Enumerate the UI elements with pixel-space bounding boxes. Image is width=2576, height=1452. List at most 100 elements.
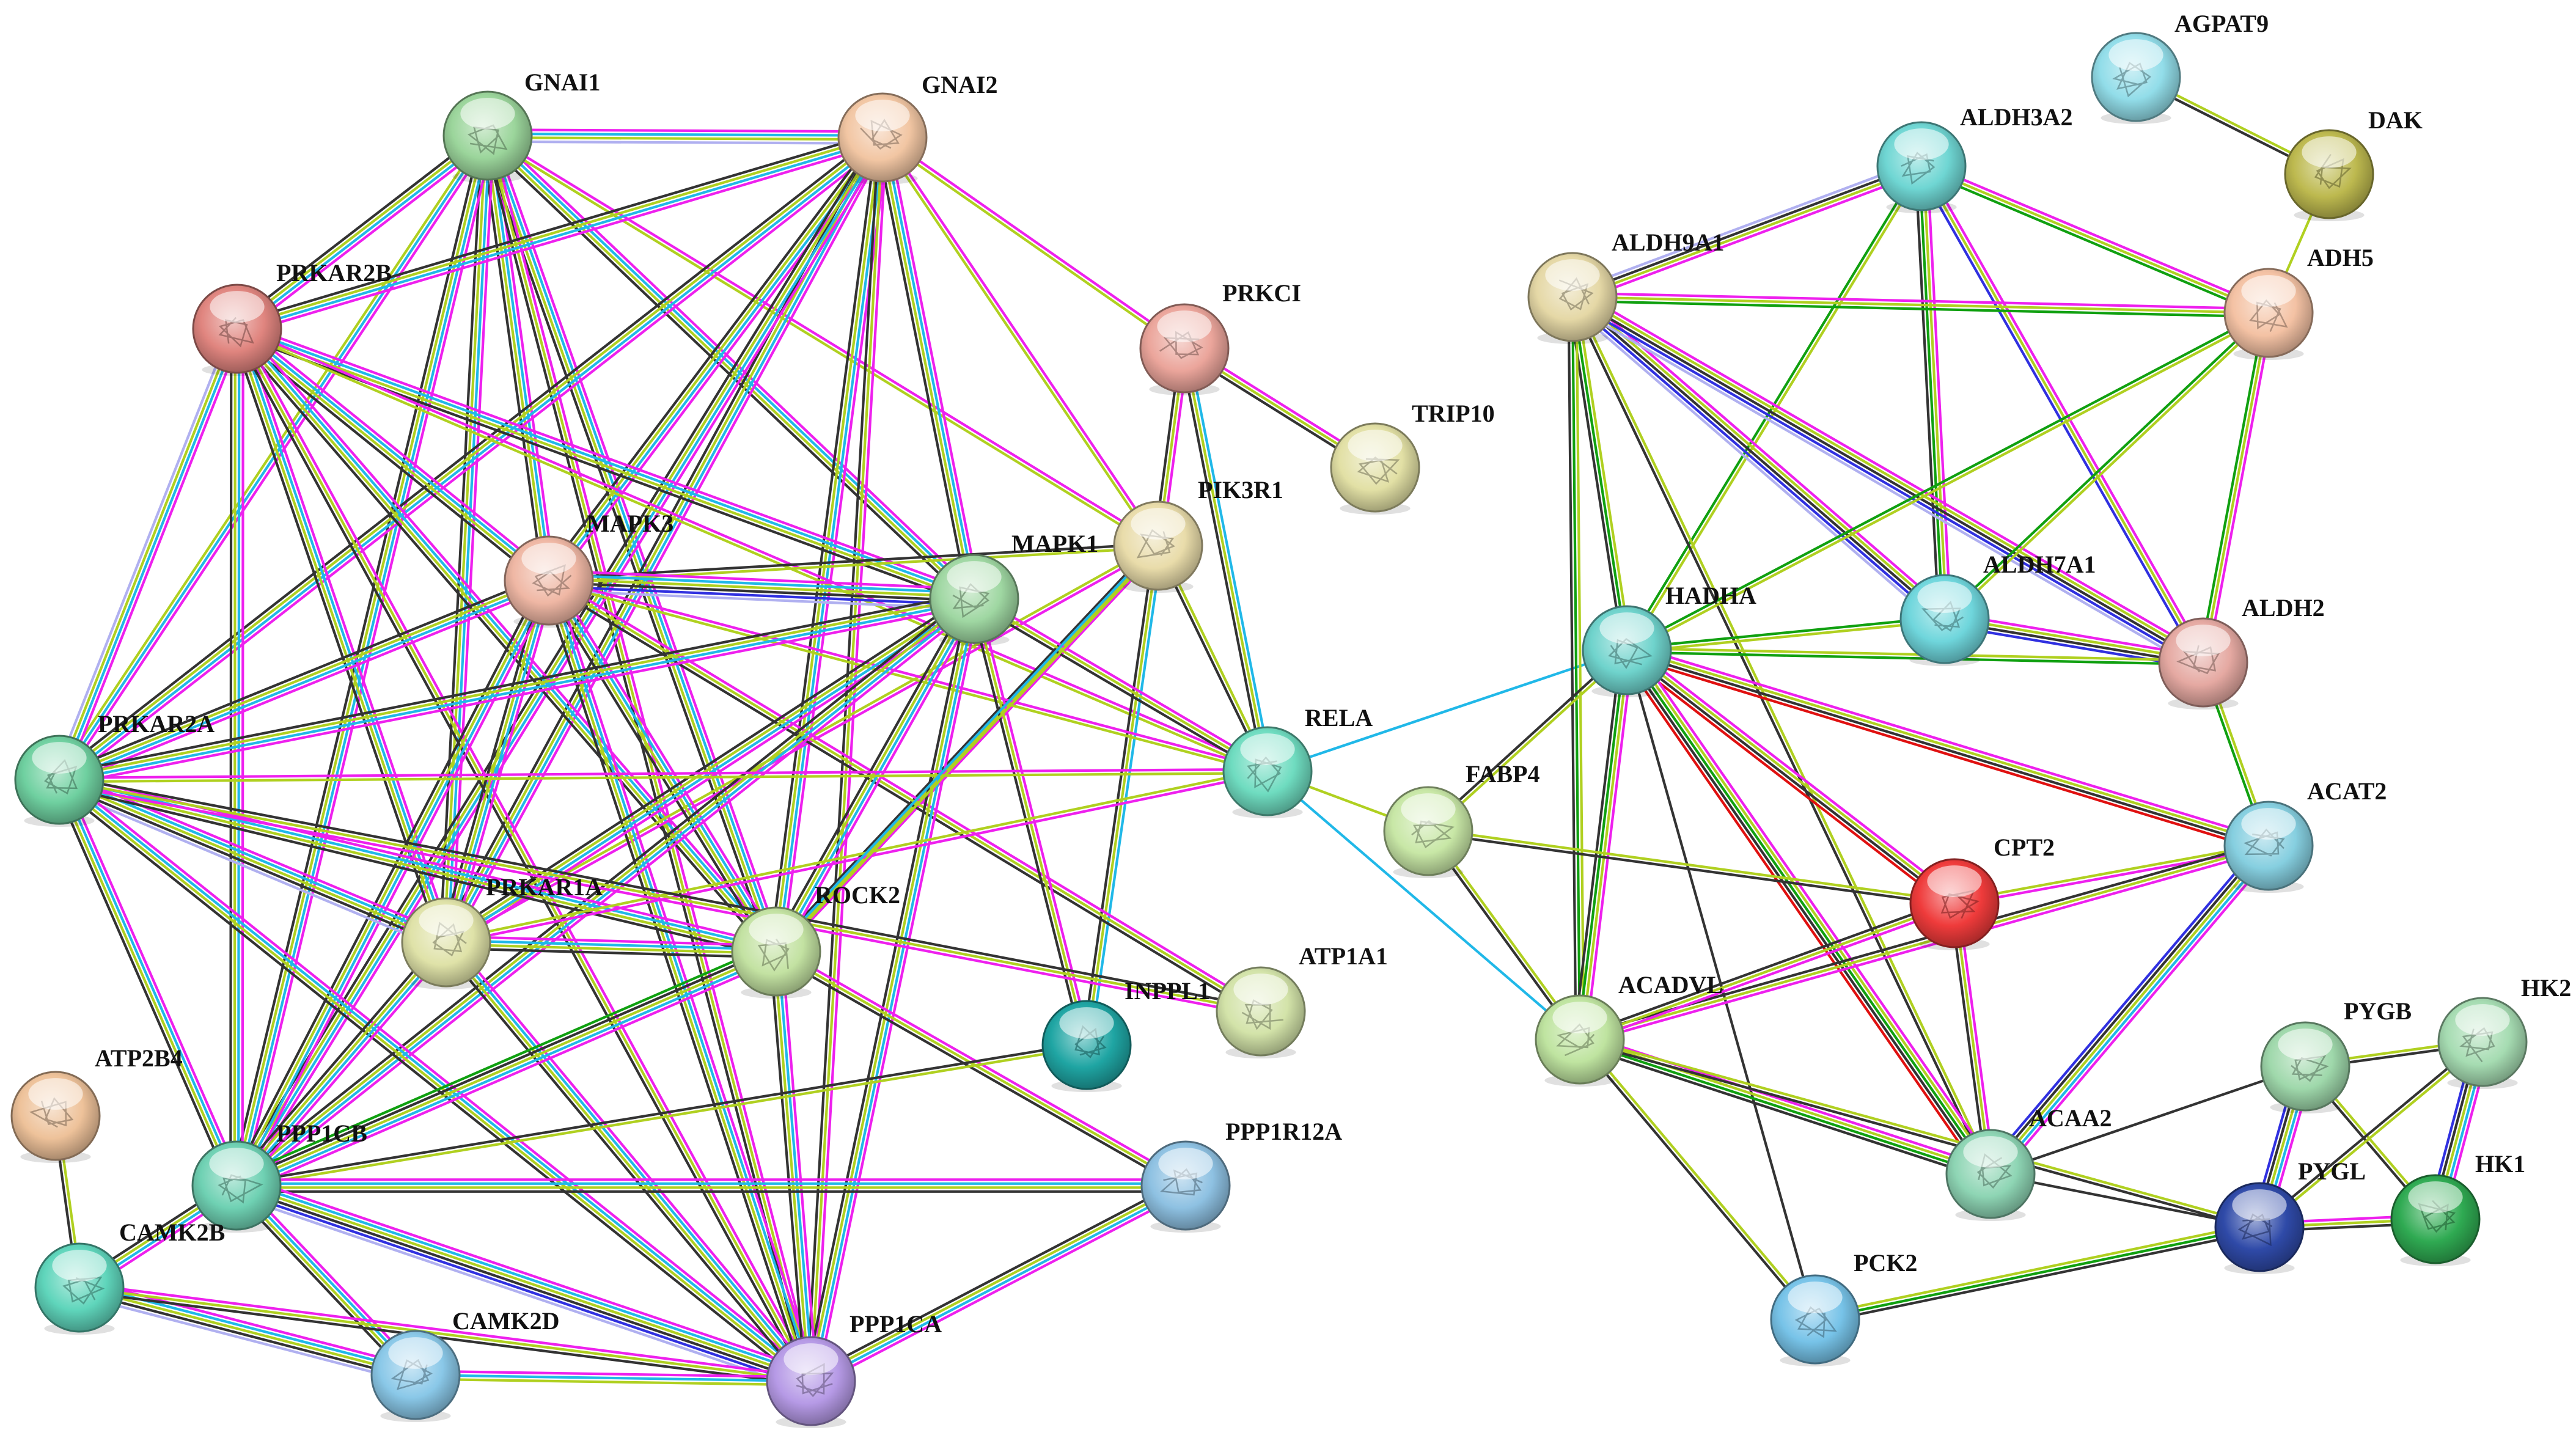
edge-prkar2a-rela[interactable] <box>57 768 1269 783</box>
edge-mapk1-prkar2a[interactable] <box>56 592 977 787</box>
edge-prkar2b-rock2[interactable] <box>231 323 782 957</box>
edge-camk2b-ppp1ca[interactable] <box>78 1282 813 1387</box>
node-acat2[interactable] <box>2223 801 2314 893</box>
edge-cpt2-acaa2[interactable] <box>1949 901 1996 1176</box>
edge-aldh3a2-aldh9a1[interactable] <box>1569 159 1925 304</box>
edge-prkar2a-ppp1cb[interactable] <box>52 776 243 1190</box>
edge-pik3r1-rock2[interactable] <box>772 541 1162 956</box>
edge-aldh7a1-hadha[interactable] <box>1625 615 1947 654</box>
node-ppp1cb[interactable] <box>191 1140 282 1233</box>
edge-fabp4-cpt2[interactable] <box>1426 827 1956 907</box>
edge-prkar1a-ppp1ca[interactable] <box>440 937 817 1387</box>
edge-pck2-pygl[interactable] <box>1813 1222 2262 1325</box>
node-acadvl[interactable] <box>1535 994 1625 1087</box>
edge-gnai2-mapk1[interactable] <box>875 135 982 602</box>
node-pik3r1[interactable] <box>1113 501 1203 593</box>
node-rela[interactable] <box>1222 726 1313 819</box>
node-hadha[interactable] <box>1582 605 1672 698</box>
node-fabp4[interactable] <box>1383 786 1473 879</box>
node-agpat9[interactable] <box>2091 32 2181 125</box>
node-cpt2[interactable] <box>1909 858 2000 951</box>
edge-prkar1a-rock2[interactable] <box>444 935 778 959</box>
edge-cpt2-acadvl[interactable] <box>1577 898 1958 1045</box>
edge-hadha-acadvl[interactable] <box>1572 648 1634 1042</box>
edge-hk2-pygl[interactable] <box>2256 1039 2486 1230</box>
node-rock2[interactable] <box>731 906 821 999</box>
node-hk1[interactable] <box>2390 1174 2481 1267</box>
node-trip10[interactable] <box>1330 422 1420 515</box>
node-aldh3a2[interactable] <box>1876 121 1967 214</box>
edge-aldh9a1-acaa2[interactable] <box>1569 295 1994 1176</box>
node-prkci[interactable] <box>1139 303 1230 396</box>
edge-mapk3-rock2[interactable] <box>542 576 783 956</box>
node-pygb[interactable] <box>2260 1021 2350 1114</box>
edge-acadvl-pck2[interactable] <box>1577 1036 1818 1322</box>
edge-gnai1-prkar1a[interactable] <box>439 134 495 944</box>
edge-mapk1-ppp1ca[interactable] <box>804 596 982 1384</box>
edge-mapk3-rela[interactable] <box>547 577 1269 775</box>
edge-aldh3a2-aldh2[interactable] <box>1917 163 2208 666</box>
edge-adh5-aldh7a1[interactable] <box>1942 310 2272 622</box>
edge-prkar2b-prkar2a[interactable] <box>52 325 244 783</box>
node-prkar1a[interactable] <box>401 897 491 990</box>
node-pck2[interactable] <box>1770 1274 1860 1367</box>
edge-acaa2-pygb[interactable] <box>1989 1065 2307 1176</box>
edge-mapk3-prkar2a[interactable] <box>56 573 552 787</box>
edge-hadha-acat2[interactable] <box>1624 643 2272 853</box>
edge-aldh3a2-adh5[interactable] <box>1918 161 2272 318</box>
edge-aldh3a2-aldh7a1[interactable] <box>1914 164 1952 621</box>
edge-aldh9a1-acadvl[interactable] <box>1567 295 1585 1041</box>
node-camk2b[interactable] <box>34 1242 125 1335</box>
edge-mapk1-rela[interactable] <box>971 594 1271 776</box>
edge-ppp1r12a-ppp1ca[interactable] <box>807 1179 1190 1388</box>
node-aldh2[interactable] <box>2158 617 2248 710</box>
edge-gnai2-prkar2b[interactable] <box>234 130 886 336</box>
node-dak[interactable] <box>2284 129 2374 222</box>
node-camk2d[interactable] <box>370 1330 461 1423</box>
edge-ppp1cb-ppp1r12a[interactable] <box>235 1178 1187 1193</box>
edge-rock2-ppp1cb[interactable] <box>232 942 781 1195</box>
node-gnai2[interactable] <box>837 92 928 185</box>
edge-adh5-aldh2[interactable] <box>2198 310 2274 665</box>
edge-ppp1cb-ppp1ca[interactable] <box>232 1175 816 1392</box>
node-atp1a1[interactable] <box>1216 966 1306 1059</box>
node-prkar2a[interactable] <box>14 735 105 827</box>
edge-adh5-hadha[interactable] <box>1624 310 2271 654</box>
edge-prkar1a-ppp1cb[interactable] <box>230 937 452 1191</box>
edge-rela-hadha[interactable] <box>1266 648 1629 773</box>
edge-aldh9a1-adh5[interactable] <box>1571 292 2270 318</box>
edge-prkar2a-ppp1ca[interactable] <box>54 774 816 1387</box>
edge-gnai1-prkar2b[interactable] <box>232 130 493 335</box>
edge-rock2-pik3r1[interactable] <box>773 543 1161 955</box>
edge-pik3r1-inppl1[interactable] <box>1081 543 1164 1047</box>
node-ppp1ca[interactable] <box>766 1336 856 1429</box>
edge-hadha-aldh2[interactable] <box>1625 647 2205 666</box>
edge-gnai1-pik3r1[interactable] <box>485 133 1161 549</box>
edge-hadha-cpt2[interactable] <box>1621 644 1960 909</box>
edge-pik3r1-mapk3[interactable] <box>547 542 1160 584</box>
node-gnai1[interactable] <box>442 90 533 183</box>
edge-mapk3-ppp1ca[interactable] <box>541 577 818 1385</box>
node-aldh9a1[interactable] <box>1527 252 1618 345</box>
edge-prkar2b-ppp1cb[interactable] <box>229 327 244 1187</box>
edge-acat2-acaa2[interactable] <box>1983 839 2276 1181</box>
node-pygl[interactable] <box>2214 1182 2305 1275</box>
edge-prkar2b-ppp1ca[interactable] <box>232 325 816 1385</box>
edge-gnai2-prkar2a[interactable] <box>54 131 888 786</box>
node-mapk1[interactable] <box>929 554 1019 647</box>
edge-aldh9a1-aldh7a1[interactable] <box>1566 290 1951 626</box>
edge-prkar2b-rela[interactable] <box>235 325 1270 775</box>
edge-gnai2-prkci[interactable] <box>879 134 1187 351</box>
edge-rela-acadvl[interactable] <box>1266 769 1582 1041</box>
edge-prkci-rela[interactable] <box>1179 346 1273 774</box>
node-prkar2b[interactable] <box>192 284 282 376</box>
edge-mapk3-ppp1cb[interactable] <box>230 576 556 1190</box>
node-acaa2[interactable] <box>1945 1129 2036 1222</box>
edge-acadvl-pygl[interactable] <box>1578 1036 2261 1231</box>
edge-inppl1-ppp1cb[interactable] <box>235 1041 1088 1189</box>
node-aldh7a1[interactable] <box>1899 574 1990 667</box>
edge-aldh9a1-aldh2[interactable] <box>1567 288 2209 671</box>
edge-prkar2a-prkar1a[interactable] <box>54 771 451 952</box>
edge-camk2d-ppp1ca[interactable] <box>414 1370 813 1387</box>
edge-gnai1-gnai2[interactable] <box>486 128 884 145</box>
